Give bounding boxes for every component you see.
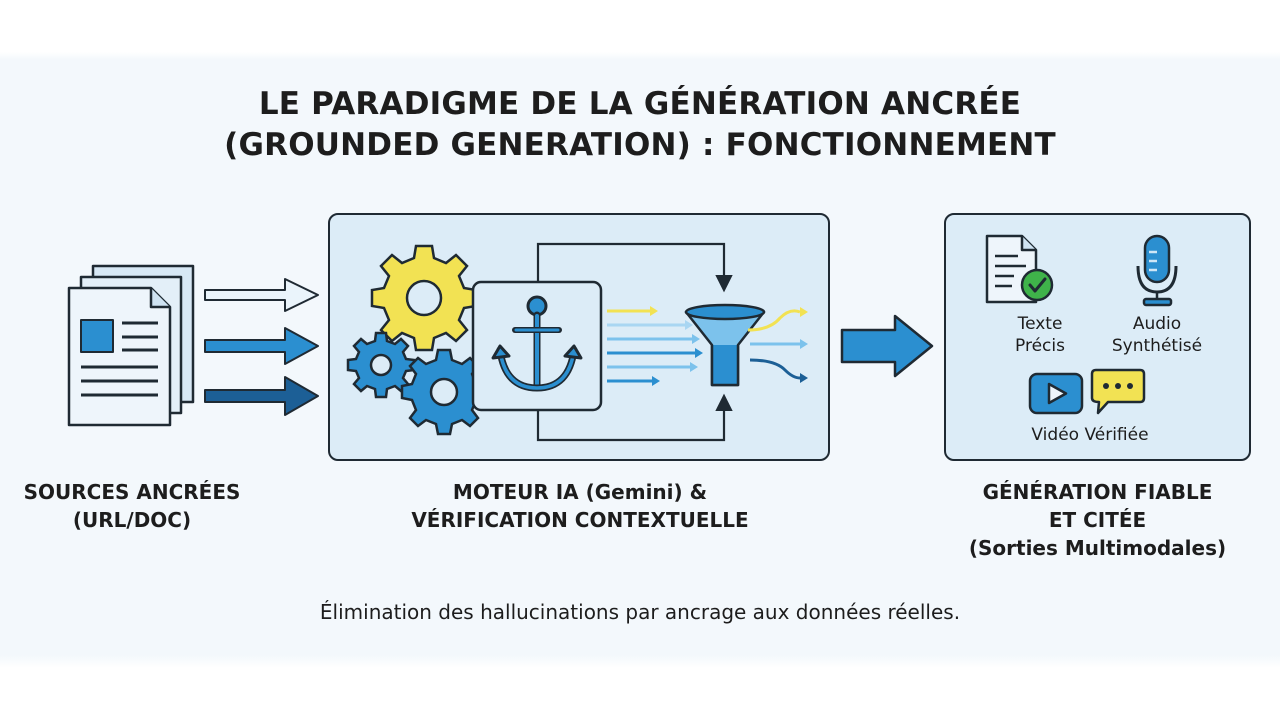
anchor-icon (491, 295, 583, 392)
sources-label-line-1: SOURCES ANCRÉES (23, 480, 241, 504)
arrow-light (204, 278, 319, 312)
output-item-audio-line-2: Synthétisé (1111, 336, 1203, 356)
caption: Élimination des hallucinations par ancra… (319, 600, 961, 624)
gear-icon (370, 244, 478, 352)
filtered-stream-arrows (747, 307, 808, 383)
output-label-line-3: (Sorties Multimodales) (968, 536, 1227, 560)
output-item-text: Texte Précis (980, 313, 1100, 357)
feedback-loop-bottom (536, 393, 733, 442)
title-line-1: LE PARADIGME DE LA GÉNÉRATION ANCRÉE (258, 86, 1022, 122)
small-gear-icon (346, 331, 416, 399)
arrow-medium (204, 327, 319, 365)
sources-label: SOURCES ANCRÉES (URL/DOC) (0, 478, 264, 534)
data-stream-arrows (607, 306, 703, 386)
output-item-text-line-1: Texte (1017, 314, 1063, 334)
title-line-2: (GROUNDED GENERATION) : FONCTIONNEMENT (224, 127, 1056, 163)
document-check-icon (985, 234, 1054, 304)
output-label-line-1: GÉNÉRATION FIABLE (982, 480, 1213, 504)
output-item-video: Vidéo Vérifiée (1000, 424, 1180, 446)
arrow-dark (204, 376, 319, 416)
main-flow-arrow (840, 314, 934, 378)
output-item-text-line-2: Précis (1015, 336, 1065, 356)
input-arrows (204, 278, 319, 416)
feedback-loop-top (536, 242, 733, 293)
output-item-audio-line-1: Audio (1132, 314, 1182, 334)
engine-label-line-1: MOTEUR IA (Gemini) & (452, 480, 708, 504)
video-play-icon (1028, 372, 1084, 415)
output-label: GÉNÉRATION FIABLE ET CITÉE (Sorties Mult… (940, 478, 1255, 562)
microphone-icon (1136, 234, 1178, 307)
output-label-line-2: ET CITÉE (1048, 508, 1147, 532)
chat-bubble-icon (1090, 368, 1146, 415)
output-item-video-line-1: Vidéo Vérifiée (1031, 425, 1149, 445)
engine-label-line-2: VÉRIFICATION CONTEXTUELLE (411, 508, 749, 532)
diagram-title: LE PARADIGME DE LA GÉNÉRATION ANCRÉE (GR… (0, 84, 1280, 166)
output-item-audio: Audio Synthétisé (1097, 313, 1217, 357)
document-stack-icon (67, 264, 195, 427)
sources-label-line-2: (URL/DOC) (72, 508, 192, 532)
engine-label: MOTEUR IA (Gemini) & VÉRIFICATION CONTEX… (380, 478, 780, 534)
filter-funnel-icon (684, 303, 766, 387)
